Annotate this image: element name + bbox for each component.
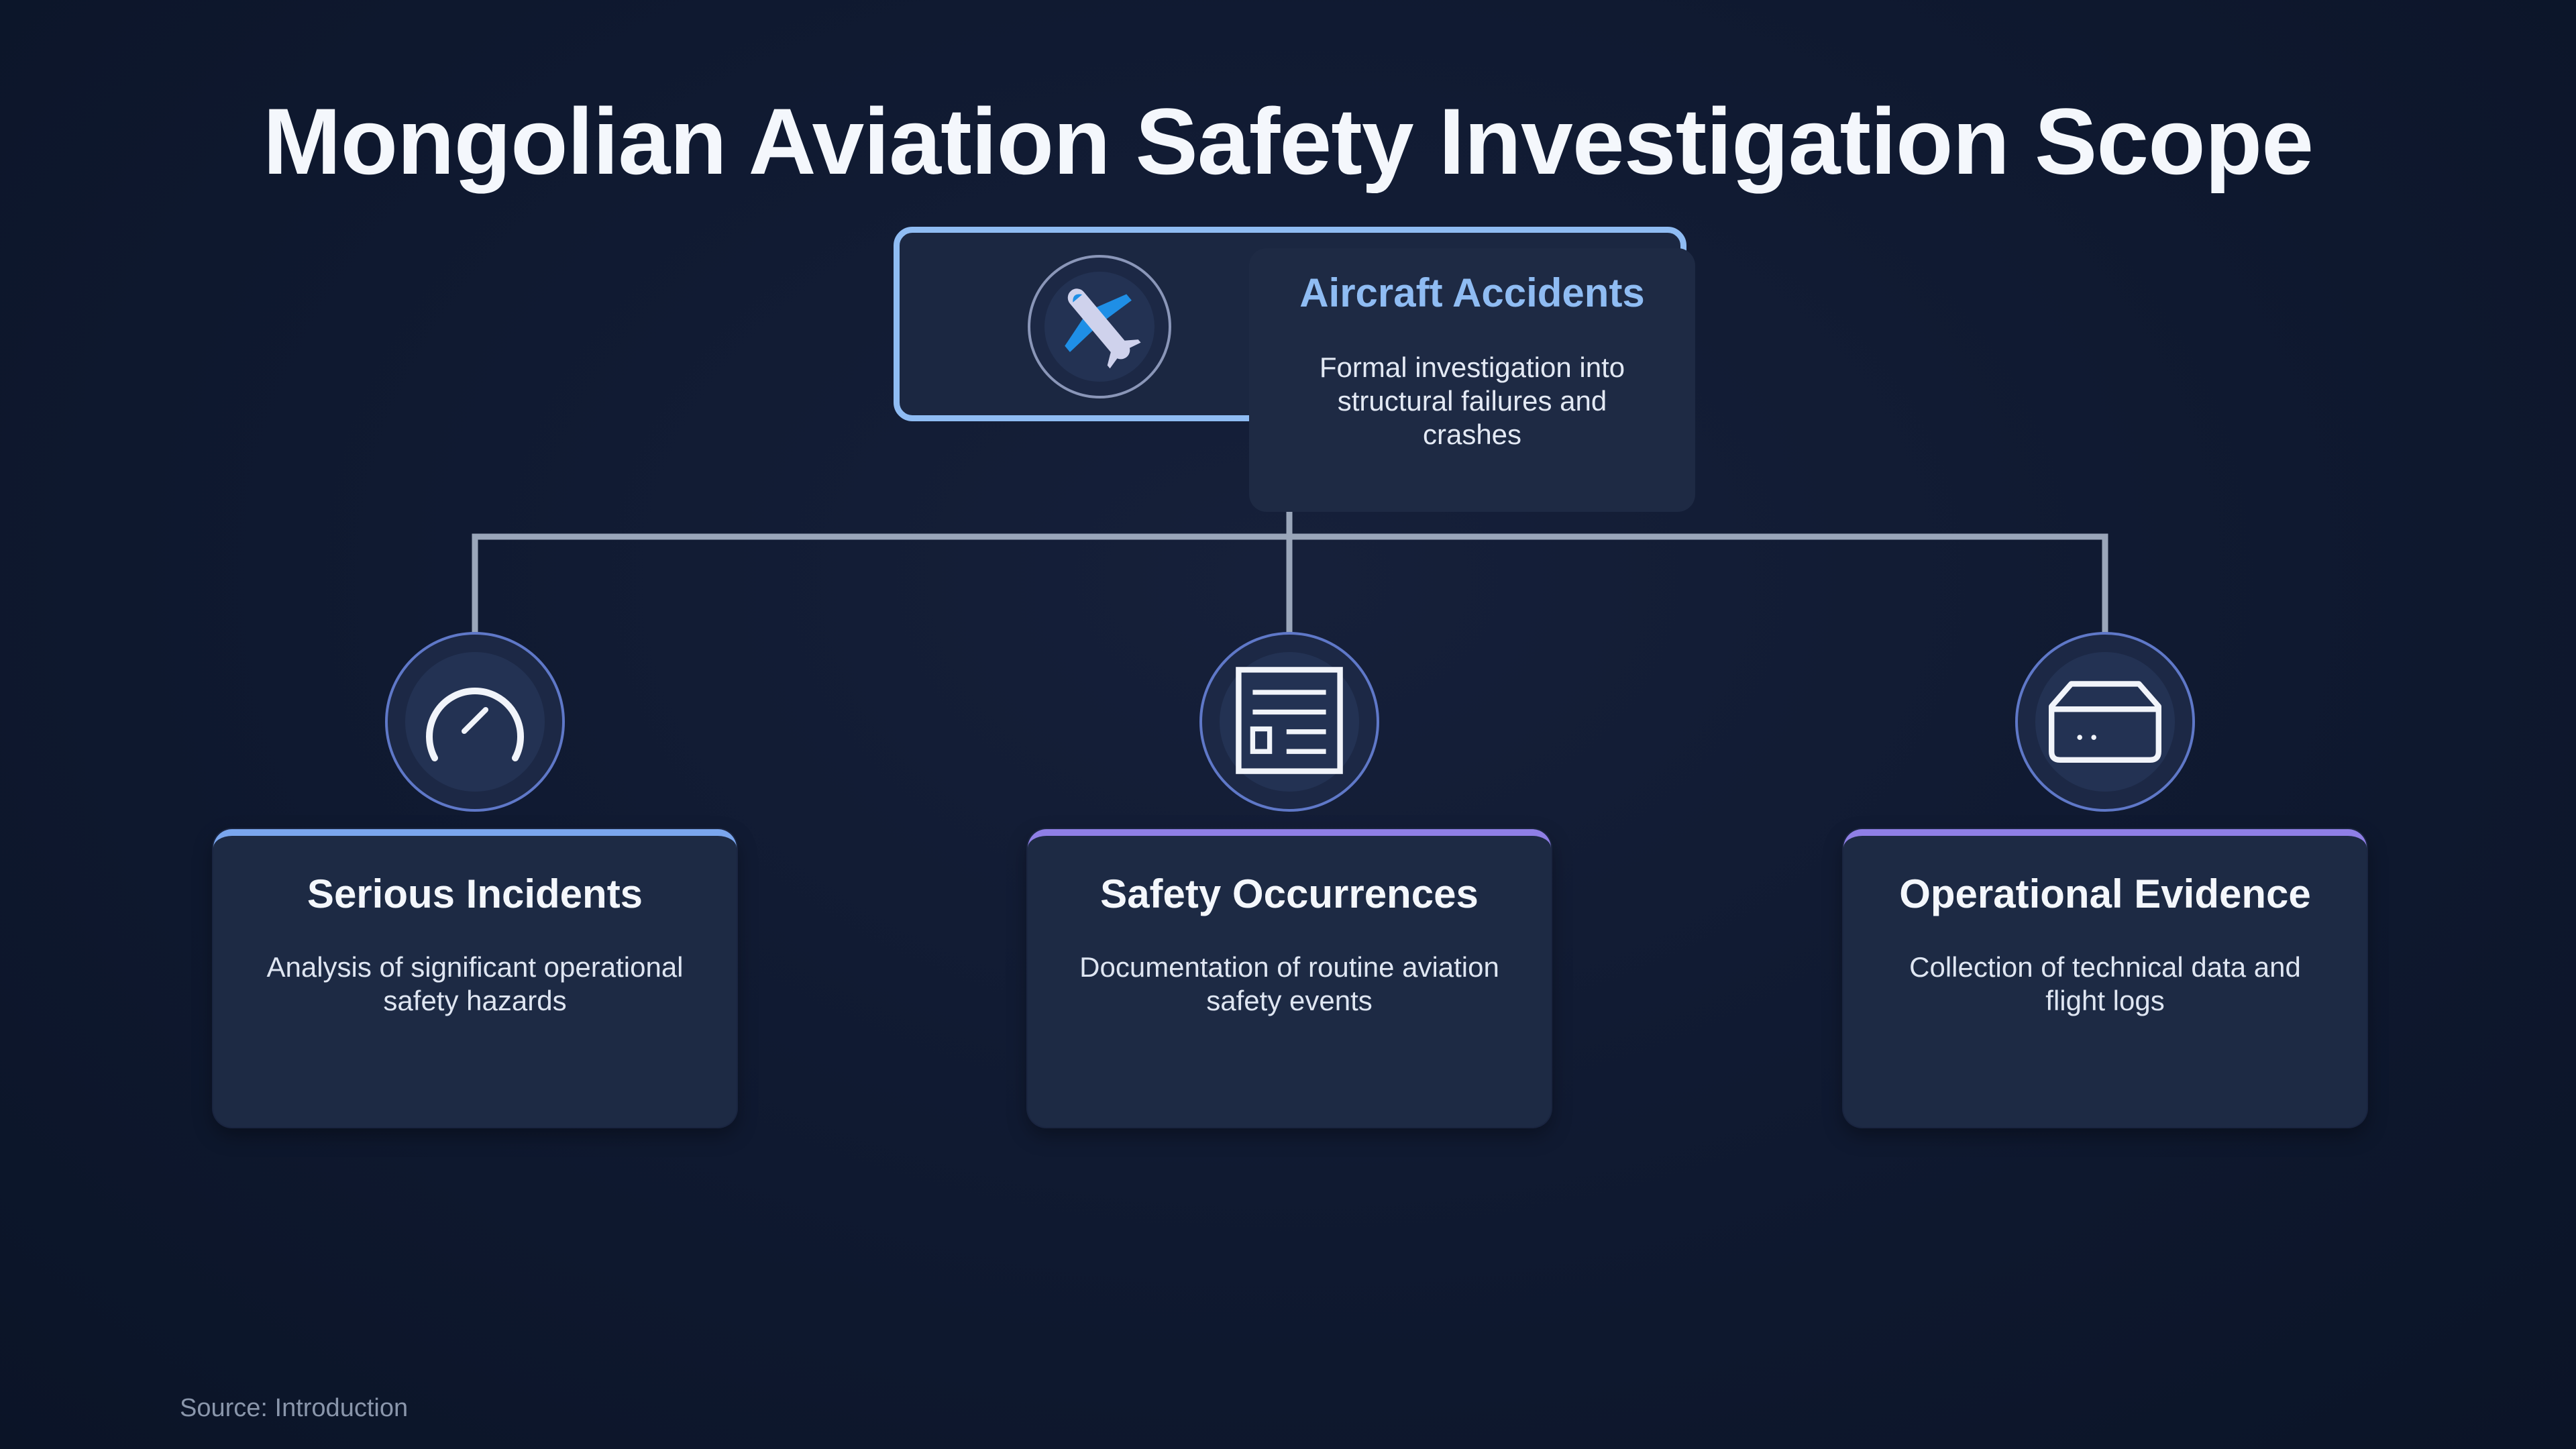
card-title: Safety Occurrences (1100, 871, 1479, 916)
airplane-icon (1049, 274, 1150, 378)
root-node: Aircraft Accidents Formal investigation … (1249, 248, 1695, 512)
source-note: Source: Introduction (180, 1394, 409, 1422)
root-icon-badge (1028, 255, 1171, 398)
page-title: Mongolian Aviation Safety Investigation … (262, 89, 2314, 194)
card-description: Analysis of significant operational safe… (266, 951, 684, 1016)
root-title: Aircraft Accidents (1299, 270, 1645, 315)
storage-drive-icon (2035, 650, 2176, 794)
child-icon-badge-1 (385, 632, 565, 812)
child-icon-badge-3 (2015, 632, 2195, 812)
gauge-icon (408, 653, 542, 791)
card-title: Serious Incidents (307, 871, 643, 916)
card-title: Operational Evidence (1899, 871, 2311, 916)
child-card-operational-evidence: Operational Evidence Collection of techn… (1843, 829, 2367, 1127)
child-card-serious-incidents: Serious Incidents Analysis of significan… (213, 829, 737, 1127)
root-description: Formal investigation into structural fai… (1319, 352, 1625, 450)
card-description: Documentation of routine aviation safety… (1079, 951, 1499, 1016)
child-icon-badge-2 (1199, 632, 1379, 812)
card-description: Collection of technical data and flight … (1909, 951, 2301, 1016)
document-icon (1219, 650, 1360, 794)
child-card-safety-occurrences: Safety Occurrences Documentation of rout… (1028, 829, 1551, 1127)
